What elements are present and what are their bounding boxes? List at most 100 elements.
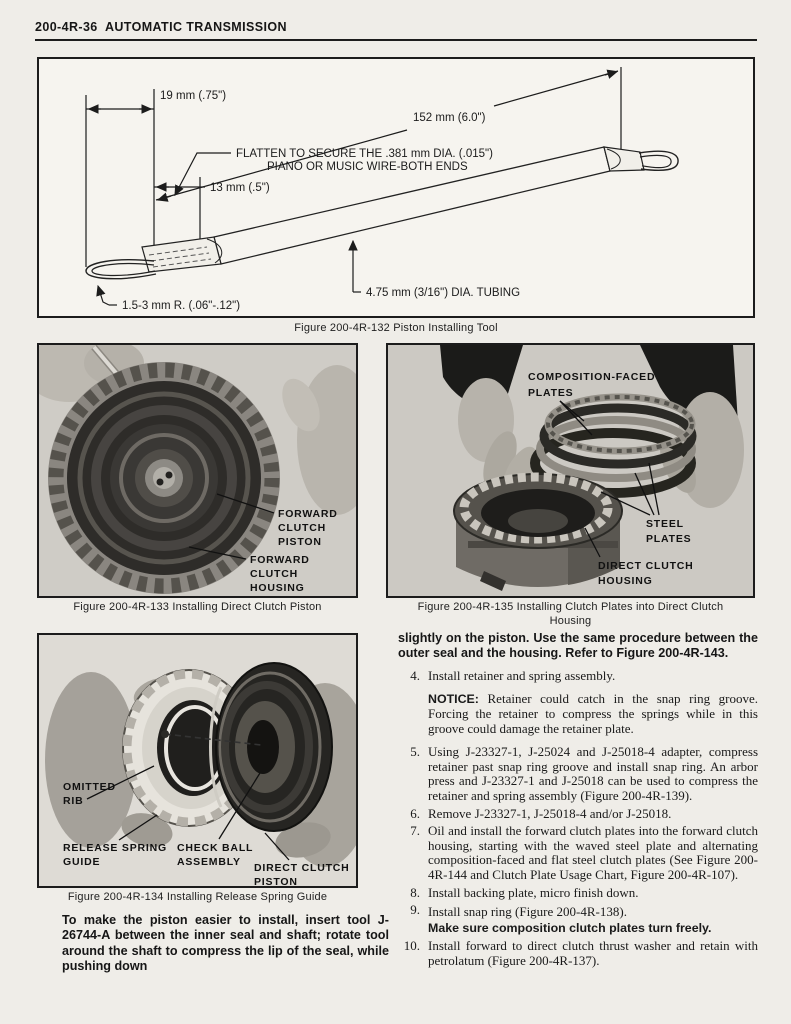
label-dch-line2: HOUSING (598, 575, 653, 587)
step-9: 9. Install snap ring (Figure 200-4R-138)… (398, 902, 758, 936)
flatten-note-line2: PIANO OR MUSIC WIRE-BOTH ENDS (267, 161, 468, 173)
step-number: 6. (410, 805, 420, 821)
piston-groove-2 (221, 681, 313, 813)
right-column-intro: slightly on the piston. Use the same pro… (398, 631, 758, 661)
step-text: Install backing plate, micro finish down… (428, 884, 639, 900)
omitted-rib-marker (161, 730, 169, 738)
leader-release-spring (118, 814, 158, 841)
radius-label: 1.5-3 mm R. (.06"-.12") (122, 300, 240, 312)
dim-152mm-line-a (155, 129, 408, 201)
header-rule (35, 39, 757, 41)
leader-composition-2 (559, 400, 593, 436)
direct-clutch-piston-photo: FORWARD CLUTCH PISTON FORWARD CLUTCH HOU… (24, 338, 377, 596)
tool-flatten-left (141, 236, 222, 273)
dim-152mm-arrow-left (156, 192, 172, 202)
waved-steel-plate (459, 472, 613, 544)
step-10: 10. Install forward to direct clutch thr… (398, 938, 758, 968)
step-number: 7. (410, 823, 420, 839)
flatten-note-line1: FLATTEN TO SECURE THE .381 mm DIA. (.015… (236, 148, 493, 160)
piston-ring (119, 433, 209, 523)
tool-shoulder-curve (206, 238, 223, 264)
clutch-plates-photo: COMPOSITION-FACED PLATES STEEL PLATES DI… (388, 345, 753, 596)
hand-right-finger (282, 378, 320, 432)
flatten-leader (174, 152, 231, 197)
figure-135-box: COMPOSITION-FACED PLATES STEEL PLATES DI… (386, 343, 755, 598)
leader-forward-clutch-housing (188, 546, 247, 560)
figure-133-caption: Figure 200-4R-133 Installing Direct Clut… (73, 601, 322, 613)
leader-forward-clutch-piston (216, 493, 275, 514)
step-text: Install snap ring (Figure 200-4R-138). (428, 904, 627, 920)
label-dcp-line2: PISTON (254, 876, 298, 886)
leader-omitted-rib (86, 765, 155, 800)
step-8: 8. Install backing plate, micro finish d… (398, 884, 758, 901)
label-checkball-line1: CHECK BALL (177, 842, 253, 854)
drum-ribs (48, 362, 280, 594)
hub-hole-2 (165, 471, 173, 479)
step-text-wrap: Install snap ring (Figure 200-4R-138). M… (428, 903, 758, 936)
dim-152mm-label: 152 mm (6.0") (413, 112, 486, 124)
hand-right-finger (275, 822, 331, 858)
drum-ring-2 (91, 405, 237, 551)
step-4: 4. Install retainer and spring assembly. (398, 667, 758, 684)
right-column: slightly on the piston. Use the same pro… (398, 631, 758, 971)
leader-check-ball (218, 772, 261, 840)
step-text: Remove J-23327-1, J-25018-4 and/or J-250… (428, 805, 672, 821)
page-header: 200-4R-36 AUTOMATIC TRANSMISSION (35, 20, 287, 34)
step-number: 9. (410, 902, 420, 918)
plate-composition-2 (539, 403, 697, 469)
plate-steel-1 (536, 416, 696, 482)
label-omitted-line2: RIB (63, 795, 83, 807)
step-number: 8. (410, 884, 420, 900)
step-6: 6. Remove J-23327-1, J-25018-4 and/or J-… (398, 805, 758, 822)
step-number: 10. (403, 938, 420, 954)
piston-tool-drawing: 19 mm (.75") 152 mm (6.0") FLATTEN TO SE… (85, 67, 679, 312)
drum-ring-1 (77, 391, 251, 565)
step-text: Using J-23327-1, J-25024 and J-25018-4 a… (428, 744, 758, 803)
label-dcp-line1: DIRECT CLUTCH (254, 862, 350, 874)
figure-133-box: FORWARD CLUTCH PISTON FORWARD CLUTCH HOU… (24, 338, 377, 598)
notice-label: NOTICE: (428, 692, 479, 707)
figure-135-caption-line1: Figure 200-4R-135 Installing Clutch Plat… (417, 601, 724, 613)
step-text: Oil and install the forward clutch plate… (428, 823, 758, 882)
label-piston-line3: PISTON (278, 536, 322, 548)
label-steel-line2: PLATES (646, 533, 691, 545)
leader-steel-3 (648, 462, 660, 516)
hand-left-finger (121, 813, 173, 847)
step-number: 5. (410, 744, 420, 760)
housing-hub (508, 509, 568, 533)
notice-block: NOTICE: Retainer could catch in the snap… (428, 692, 758, 736)
flatten-hatch-1 (148, 246, 208, 256)
alignment-dashed-line (164, 733, 262, 746)
label-dch-line1: DIRECT CLUTCH (598, 560, 694, 572)
step-7: 7. Oil and install the forward clutch pl… (398, 823, 758, 882)
figure-135-caption: Figure 200-4R-135 Installing Clutch Plat… (386, 601, 755, 628)
wire-loop-right-inner (639, 154, 672, 169)
piston-bore (247, 720, 279, 774)
hub-hole-1 (156, 478, 164, 486)
label-piston-line1: FORWARD (278, 508, 338, 520)
plate-teeth (546, 395, 694, 453)
wire-loop-left-outer (85, 259, 157, 280)
piston-seal-highlight (209, 686, 223, 808)
figure-135-caption-line2: Housing (549, 614, 592, 627)
step-9-bold-note: Make sure composition clutch plates turn… (428, 921, 712, 936)
label-housing-line1: FORWARD (250, 554, 310, 566)
step-text: Install retainer and spring assembly. (428, 667, 616, 683)
label-composition-line2: PLATES (528, 387, 573, 399)
label-release-line1: RELEASE SPRING (63, 842, 167, 854)
label-composition-line1: COMPOSITION-FACED (528, 371, 655, 383)
housing-lug (480, 571, 506, 591)
wire-loop-right-outer (638, 150, 679, 171)
label-omitted-line1: OMITTED (63, 781, 116, 793)
release-spring-guide-photo: OMITTED RIB RELEASE SPRING GUIDE CHECK B… (39, 635, 373, 888)
notice-text: Retainer could catch in the snap ring gr… (428, 691, 758, 736)
piston-groove-1 (218, 671, 322, 823)
flatten-hatch-2 (150, 252, 210, 262)
leader-steel-1 (600, 491, 651, 516)
step-5: 5. Using J-23327-1, J-25024 and J-25018-… (398, 744, 758, 803)
leader-direct-clutch-piston (264, 832, 290, 861)
wire-loop-left-inner (91, 262, 156, 277)
leader-direct-clutch-housing (584, 527, 601, 558)
step-text: Install forward to direct clutch thrust … (428, 938, 758, 968)
